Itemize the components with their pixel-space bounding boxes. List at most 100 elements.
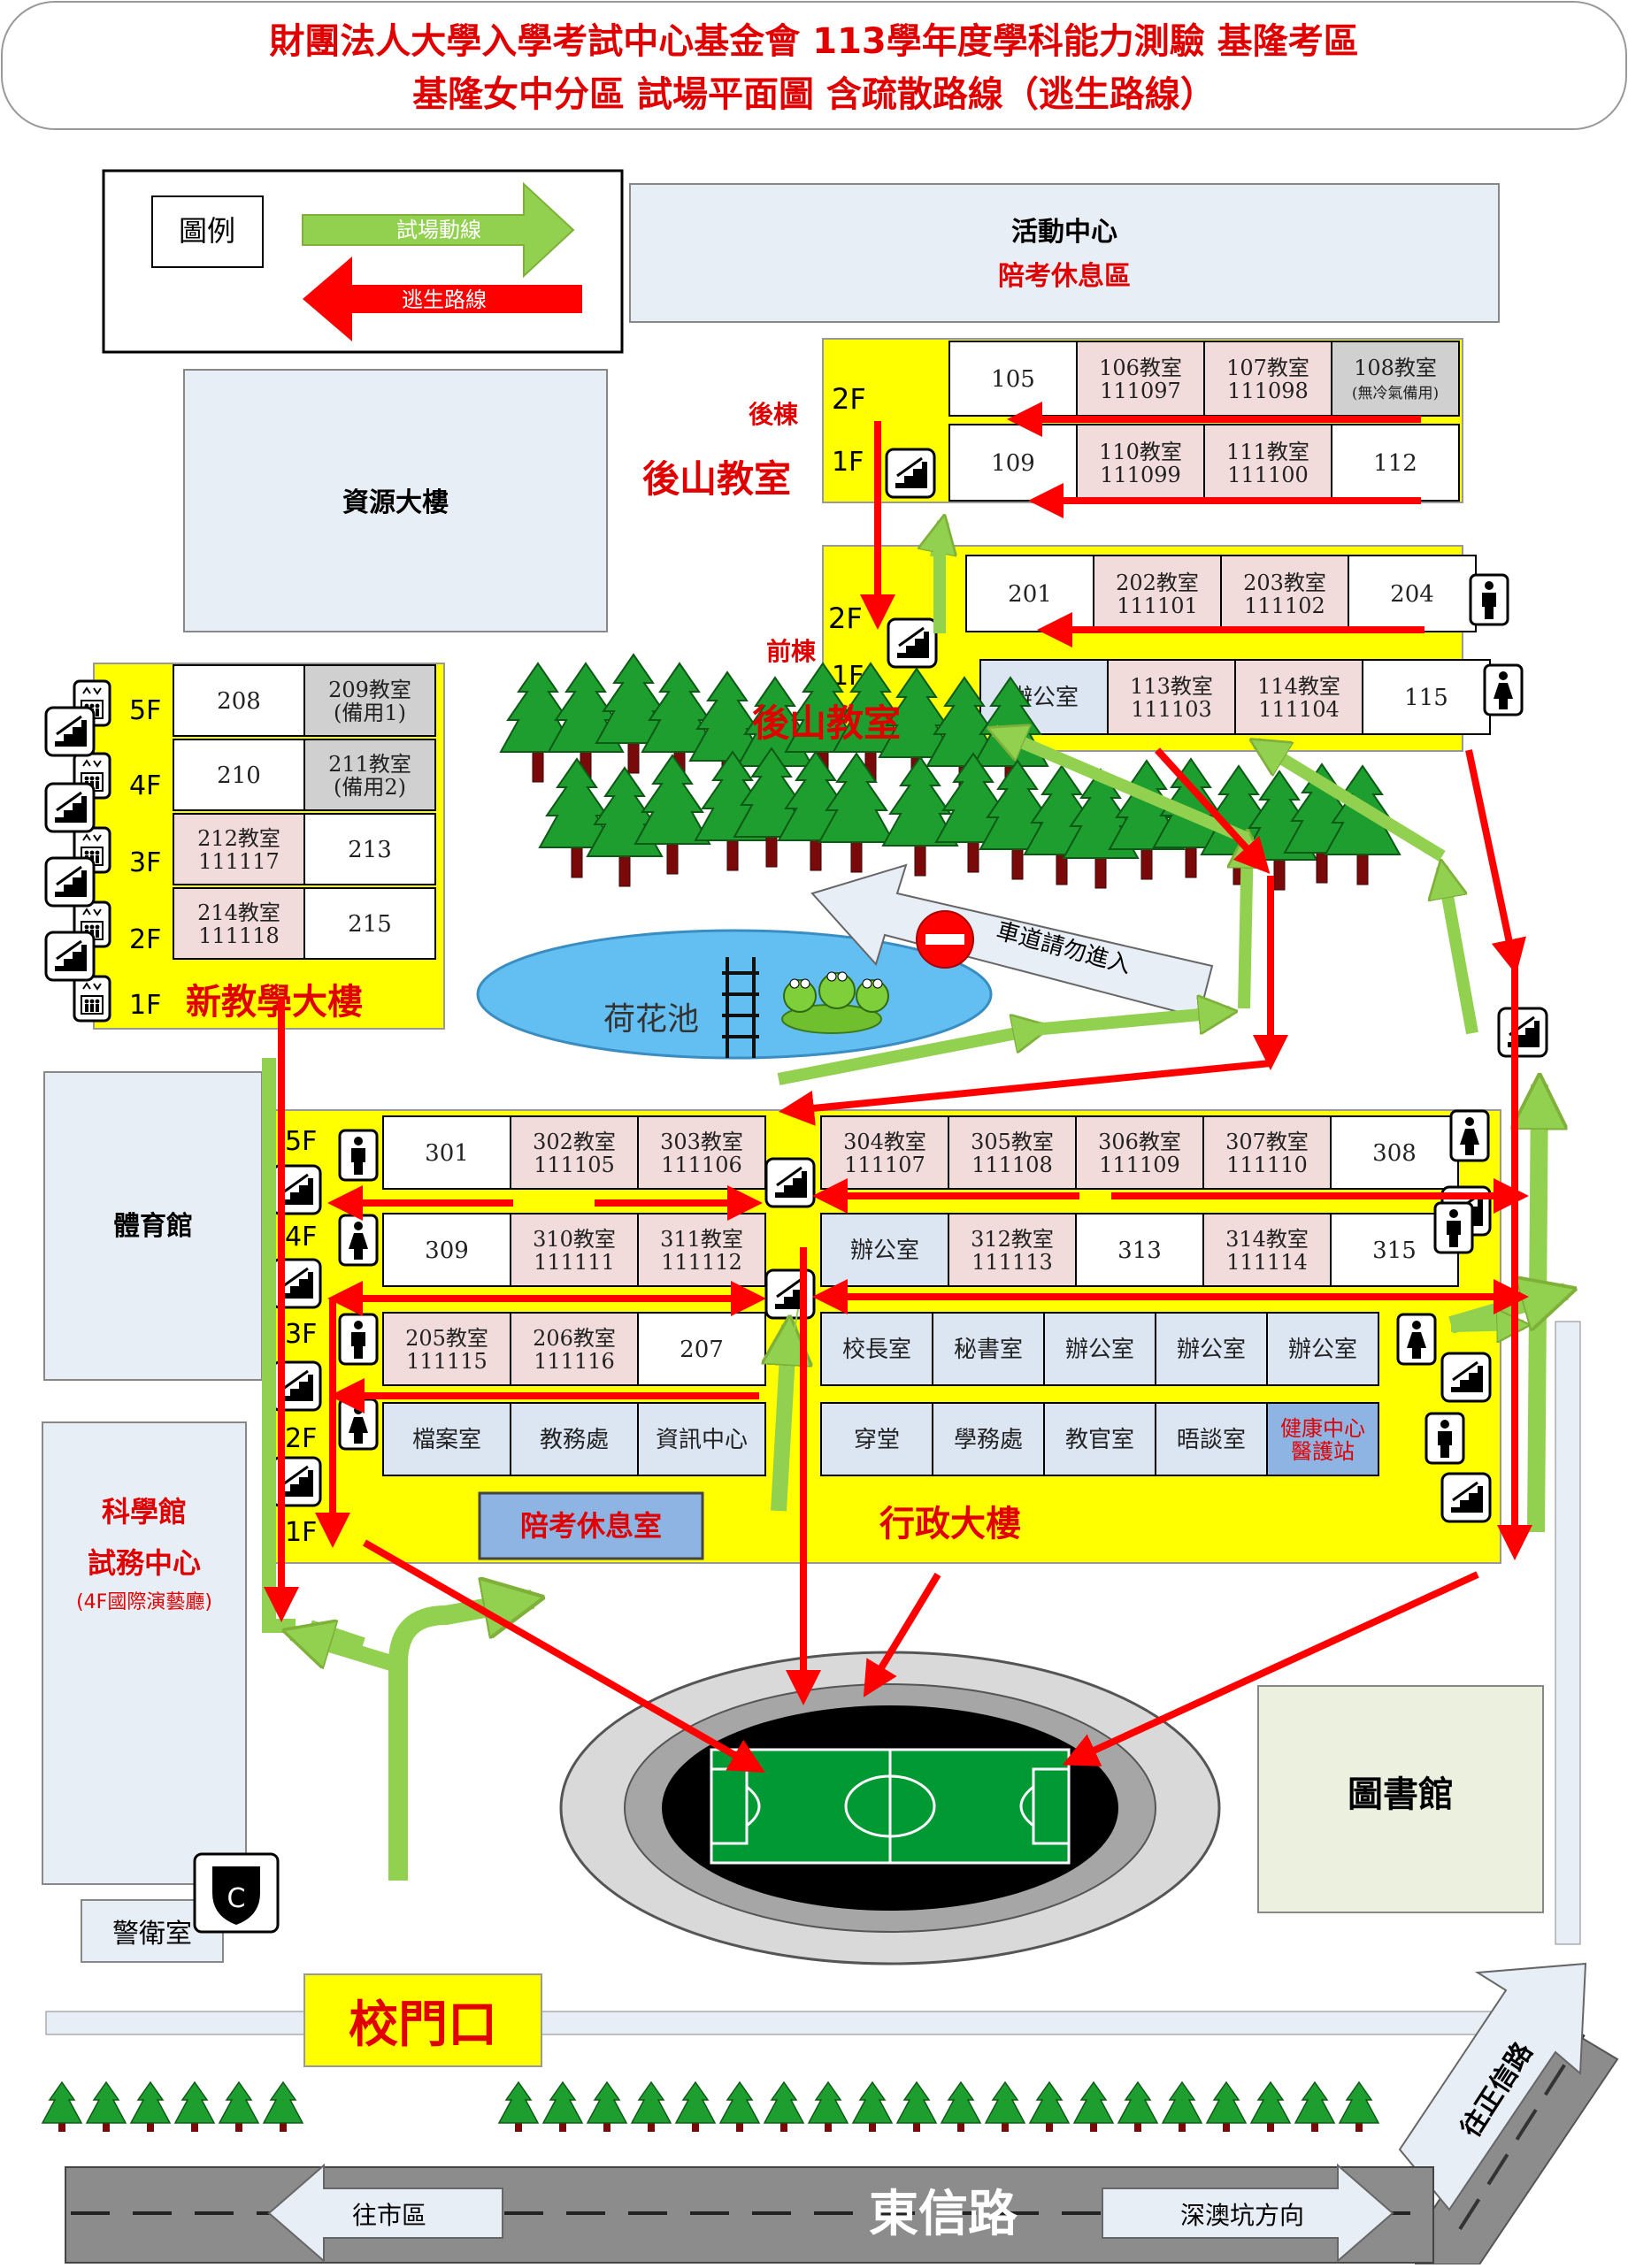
room-code: (備用1) [334,701,406,725]
room-name: 辦公室 [1288,1337,1357,1363]
room-name: 教務處 [540,1427,609,1453]
room-code: 111100 [1227,463,1309,487]
room-name: 212教室 [197,826,280,851]
library [1257,1685,1544,1913]
gym [43,1071,263,1381]
new-floor-5f: 5F [129,695,161,726]
room-code: 111103 [1131,697,1212,722]
shield-icon [212,1866,260,1925]
legend-escape-route: 逃生路線 [402,287,487,312]
legend-title: 圖例 [179,214,235,248]
room-name: 301 [425,1140,469,1167]
room-name: 晤談室 [1177,1427,1246,1453]
room-code: 111106 [661,1153,742,1177]
guard-badge-letter: C [227,1883,246,1914]
room: 308 [1330,1115,1459,1190]
room-code: 111117 [198,849,280,874]
room-code: 111111 [534,1250,615,1275]
room-code: 111099 [1100,463,1181,487]
tree-icon [219,2081,259,2133]
tree-icon [808,2081,849,2133]
room: 215 [303,887,436,960]
room-name: 105 [991,366,1035,393]
legend-exam-route: 試場動線 [396,218,481,242]
room-name: 109 [991,450,1035,477]
room-name: 308 [1372,1140,1417,1167]
admin-floor-2f: 2F [285,1423,317,1454]
room-name: 秘書室 [954,1337,1023,1363]
no-entry-icon [916,910,974,969]
tree-icon [882,756,958,877]
science-hall-label: 科學館 [102,1495,187,1529]
tree-icon [1073,2081,1114,2133]
tree-icon [498,2081,539,2133]
room-code: 111101 [1117,594,1198,618]
frog-icon [781,971,889,1034]
room-code: 111112 [661,1250,742,1275]
room-name: 208 [217,688,261,715]
room-name: 穿堂 [854,1427,900,1453]
stairs-icon [887,617,938,669]
soccer-field-icon [559,1651,1221,1965]
room: 資訊中心 [637,1402,766,1476]
header-frame [1,1,1627,130]
room-name: 311教室 [660,1227,743,1252]
side-road: 往正信路 [45,1321,1619,2265]
room-code: 111116 [534,1349,615,1374]
activity-center-label: 活動中心 [1011,217,1117,248]
room-name: 辦公室 [850,1237,919,1264]
room: 辦公室 [1043,1312,1156,1386]
exam-route-arrows [262,522,1566,1881]
room-code: 111102 [1244,594,1325,618]
tree-icon [1339,2081,1379,2133]
room: 213 [303,813,436,885]
tree-icon [263,2081,303,2133]
lotus-pond: 荷花池 [476,929,993,1060]
admin-floor-3f: 3F [285,1319,317,1350]
room-code: 111108 [971,1153,1053,1177]
room-name: 教官室 [1065,1427,1134,1453]
tree-icon [1250,2081,1291,2133]
tree-icon [587,2081,627,2133]
male-restroom-icon [338,1129,379,1182]
female-restroom-icon [338,1398,379,1451]
stairs-icon [1497,1007,1548,1058]
roadside-trees [42,2081,1379,2133]
room-name: 112 [1373,450,1417,477]
room-code: (無冷氣備用) [1352,385,1439,402]
tree-icon [631,2081,672,2133]
ladder-icon [722,957,759,1058]
room-name: 110教室 [1099,440,1182,464]
admin-floor-4f: 4F [285,1222,317,1253]
room-name: 辦公室 [1177,1337,1246,1363]
new-floor-1f: 1F [129,990,161,1021]
room-name: 203教室 [1243,571,1326,595]
room-code: 111113 [971,1250,1053,1275]
to-city-label: 往市區 [352,2201,426,2230]
room-code: 111118 [198,923,280,948]
room-name: 313 [1117,1237,1162,1264]
back-floor-2f: 2F [832,382,866,416]
room: 學務處 [932,1402,1045,1476]
room-name: 312教室 [971,1227,1054,1252]
school-gate-label: 校門口 [349,1996,497,2054]
legend: 圖例 試場動線 逃生路線 [102,169,624,354]
room-name: 315 [1372,1237,1417,1264]
to-shenao-label: 深澳坑方向 [1180,2201,1304,2230]
room-name: 205教室 [405,1326,488,1351]
